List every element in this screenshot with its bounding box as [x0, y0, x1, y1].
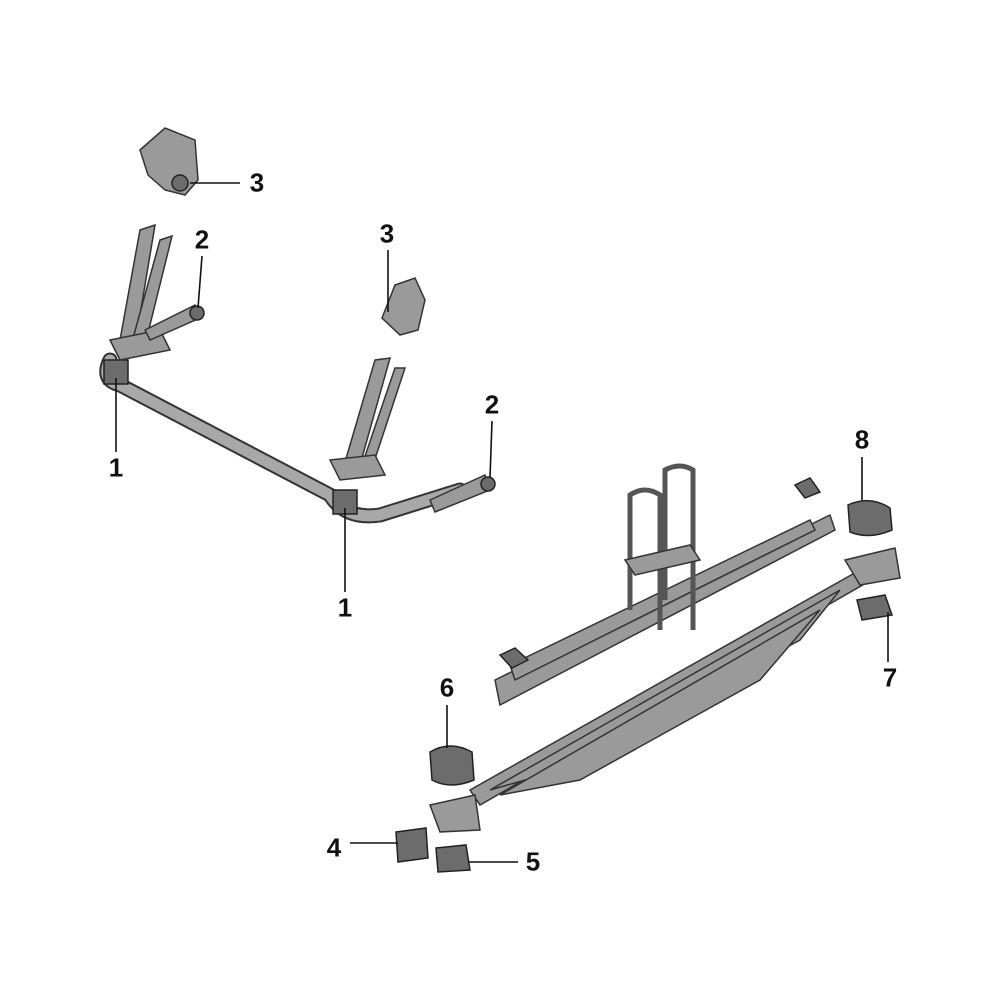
callout-2-left: 2 [194, 224, 210, 255]
callout-8: 8 [854, 424, 870, 455]
callout-5: 5 [525, 846, 541, 877]
pad-part-5 [435, 844, 471, 873]
pad-part-8 [847, 499, 893, 537]
leader-lines [115, 182, 889, 863]
pad-part-7 [856, 594, 894, 621]
stabilizer-links [108, 223, 496, 513]
callout-4: 4 [326, 832, 342, 863]
bracket-part-3-upper [139, 127, 199, 196]
u-bolts-part [623, 463, 702, 630]
stabilizer-bar-part [99, 352, 468, 524]
main-leaf-spring-part [428, 547, 901, 833]
callout-6: 6 [439, 672, 455, 703]
callout-7: 7 [882, 662, 898, 693]
callout-1-left: 1 [108, 452, 124, 483]
callout-2-right: 2 [484, 389, 500, 420]
callout-3-lower: 3 [379, 218, 395, 249]
pad-part-4 [395, 827, 429, 863]
callout-3-upper: 3 [249, 167, 265, 198]
callout-1-right: 1 [337, 592, 353, 623]
bracket-part-3-lower [381, 277, 426, 336]
pad-part-6 [429, 745, 475, 786]
